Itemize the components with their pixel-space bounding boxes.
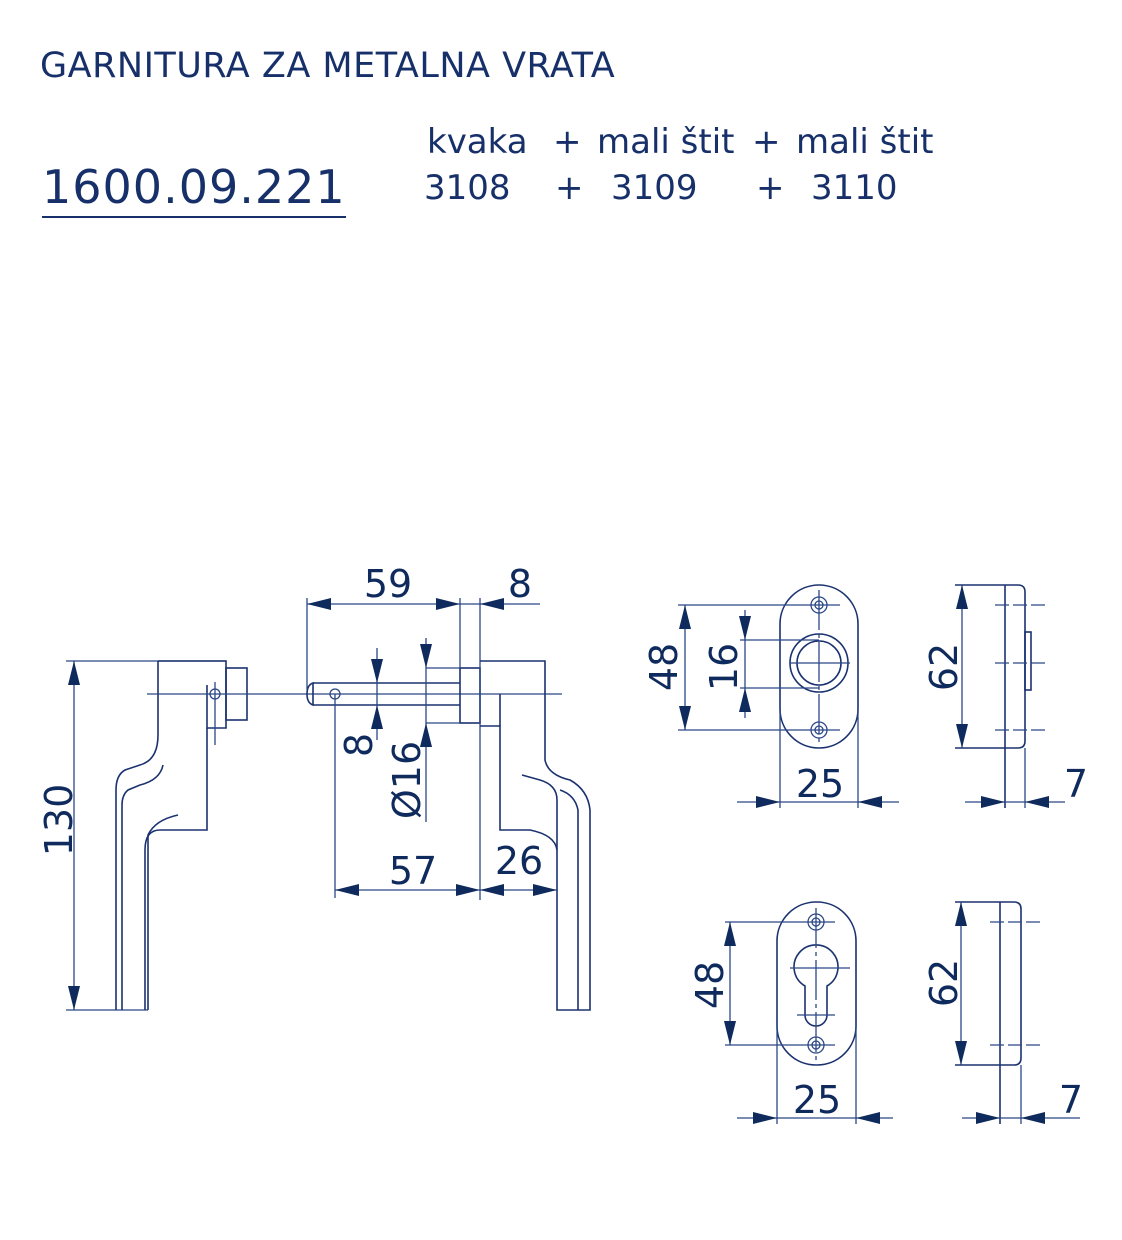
dim-bottom-depth: 7	[1059, 1078, 1083, 1122]
component-name: kvaka	[427, 122, 528, 162]
component-code: 3110	[811, 168, 898, 208]
dim-rose-thickness: 8	[508, 562, 532, 606]
component-name: mali štit	[796, 122, 934, 162]
dim-top-hole-spacing: 48	[642, 643, 686, 691]
right-handle	[480, 660, 591, 1011]
dim-handle-height: 130	[37, 784, 81, 857]
dim-handle-projection: 57	[389, 849, 437, 893]
escutcheon-top-side	[955, 584, 1065, 808]
plus-sign: +	[553, 122, 582, 162]
escutcheon-top-front	[678, 584, 899, 808]
page-title: GARNITURA ZA METALNA VRATA	[40, 46, 616, 86]
plus-sign: +	[555, 168, 584, 208]
dim-grip-offset: 26	[495, 839, 543, 883]
escutcheon-bottom-side	[955, 901, 1080, 1124]
component-code: 3108	[424, 168, 511, 208]
product-code: 1600.09.221	[42, 160, 346, 218]
dim-rose-diameter: Ø16	[385, 741, 429, 819]
dim-bottom-hole-spacing: 48	[688, 961, 732, 1009]
dim-top-depth: 7	[1064, 762, 1088, 806]
component-code: 3109	[611, 168, 698, 208]
plus-sign: +	[752, 122, 781, 162]
component-name: mali štit	[597, 122, 735, 162]
dim-top-height: 62	[922, 643, 966, 691]
dim-bottom-width: 25	[793, 1078, 841, 1122]
dim-spindle-length: 59	[364, 562, 412, 606]
plus-sign: +	[756, 168, 785, 208]
dim-spindle-square: 8	[337, 733, 381, 757]
spindle	[306, 598, 481, 900]
escutcheon-bottom-front	[724, 901, 893, 1124]
dim-top-width: 25	[796, 762, 844, 806]
dim-top-hole-diameter: 16	[702, 643, 746, 691]
dim-bottom-height: 62	[922, 959, 966, 1007]
left-handle	[66, 660, 248, 1011]
